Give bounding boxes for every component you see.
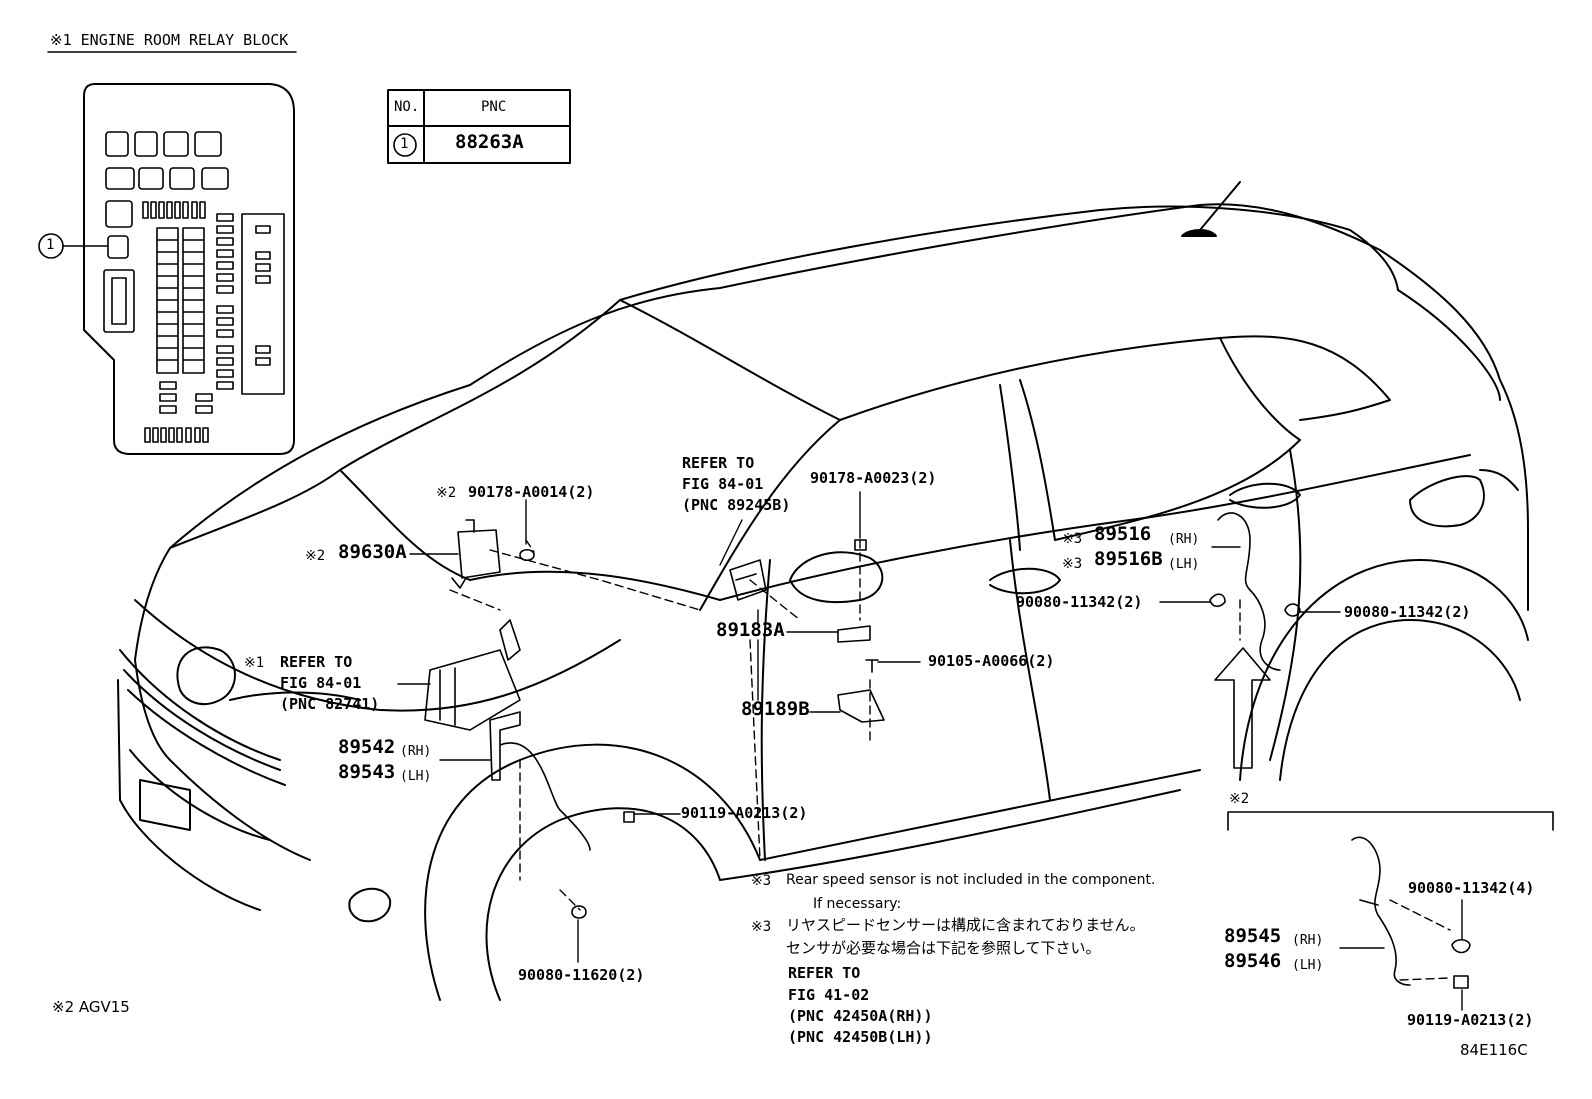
label-89546: 89546 — [1224, 950, 1282, 972]
refer-82741-line2: FIG 84-01 — [280, 674, 362, 692]
label-90080-11620: 90080-11620(2) — [518, 966, 645, 984]
table-callout-circle — [393, 133, 417, 157]
note-mark-jp: ※3 — [751, 919, 772, 935]
label-89542: 89542 — [338, 736, 396, 758]
refer-fig-84-01-line3: (PNC 89245B) — [682, 496, 791, 514]
mark-refer-82741: ※1 — [244, 655, 265, 671]
note-refer-line3: (PNC 42450A(RH)) — [788, 1007, 933, 1025]
label-89545: 89545 — [1224, 925, 1282, 947]
label-90105-A0066: 90105-A0066(2) — [928, 652, 1055, 670]
label-89516b-lh: (LH) — [1168, 557, 1200, 572]
label-89546-lh: (LH) — [1292, 958, 1324, 973]
pnc-table-row-pnc: 88263A — [455, 131, 524, 153]
note-mark-en: ※3 — [751, 873, 772, 889]
leader-lines — [449, 539, 1451, 981]
mark-89630a: ※2 — [305, 548, 326, 564]
label-90119-A0213-rear: 90119-A0213(2) — [1407, 1011, 1534, 1029]
agv-note: ※2 AGV15 — [52, 998, 130, 1016]
label-leaders — [397, 491, 1463, 1011]
note-en-line2: If necessary: — [813, 896, 902, 912]
note-refer-line1: REFER TO — [788, 964, 861, 982]
callout-1-number: 1 — [46, 237, 55, 253]
pnc-table-header-no: NO. — [394, 99, 420, 115]
label-90119-A0213-front: 90119-A0213(2) — [681, 804, 808, 822]
inset-agv-mark: ※2 — [1229, 791, 1250, 807]
refer-fig-84-01-line1: REFER TO — [682, 454, 755, 472]
note-jp-line2: センサが必要な場合は下記を参照して下さい。 — [786, 939, 1101, 957]
label-90178-A0023: 90178-A0023(2) — [810, 469, 937, 487]
mark-89516b: ※3 — [1062, 556, 1083, 572]
refer-fig-84-01-line2: FIG 84-01 — [682, 475, 764, 493]
label-89516B: 89516B — [1094, 548, 1163, 570]
label-90080-11342-4: 90080-11342(4) — [1408, 879, 1535, 897]
label-89542-rh: (RH) — [400, 744, 432, 759]
label-89543: 89543 — [338, 761, 396, 783]
label-89545-rh: (RH) — [1292, 933, 1324, 948]
refer-82741-line3: (PNC 82741) — [280, 695, 380, 713]
relay-block-fuses — [103, 131, 285, 443]
pnc-table-header-pnc: PNC — [481, 99, 507, 115]
label-90080-11342-left: 90080-11342(2) — [1016, 593, 1143, 611]
note-refer-line4: (PNC 42450B(LH)) — [788, 1028, 933, 1046]
label-89516-rh: (RH) — [1168, 532, 1200, 547]
figure-code: 84E116C — [1460, 1041, 1528, 1059]
label-89183A: 89183A — [716, 619, 785, 641]
note-en-line1: Rear speed sensor is not included in the… — [786, 872, 1156, 888]
mark-89516: ※3 — [1062, 531, 1083, 547]
note-refer-line2: FIG 41-02 — [788, 986, 870, 1004]
note-jp-line1: リヤスピードセンサーは構成に含まれておりません。 — [786, 916, 1145, 934]
label-89516: 89516 — [1094, 523, 1152, 545]
label-89189B: 89189B — [741, 698, 810, 720]
mark-a0014: ※2 — [436, 485, 457, 501]
pnc-table-row-no: 1 — [400, 136, 409, 152]
label-90080-11342-right: 90080-11342(2) — [1344, 603, 1471, 621]
refer-82741-line1: REFER TO — [280, 653, 353, 671]
label-89543-lh: (LH) — [400, 769, 432, 784]
car-body — [117, 181, 1529, 1001]
components — [424, 512, 1554, 989]
label-90178-A0014: 90178-A0014(2) — [468, 483, 595, 501]
label-89630A: 89630A — [338, 541, 407, 563]
relay-block-title: ※1 ENGINE ROOM RELAY BLOCK — [50, 31, 289, 49]
relay-block-outline — [83, 83, 295, 455]
